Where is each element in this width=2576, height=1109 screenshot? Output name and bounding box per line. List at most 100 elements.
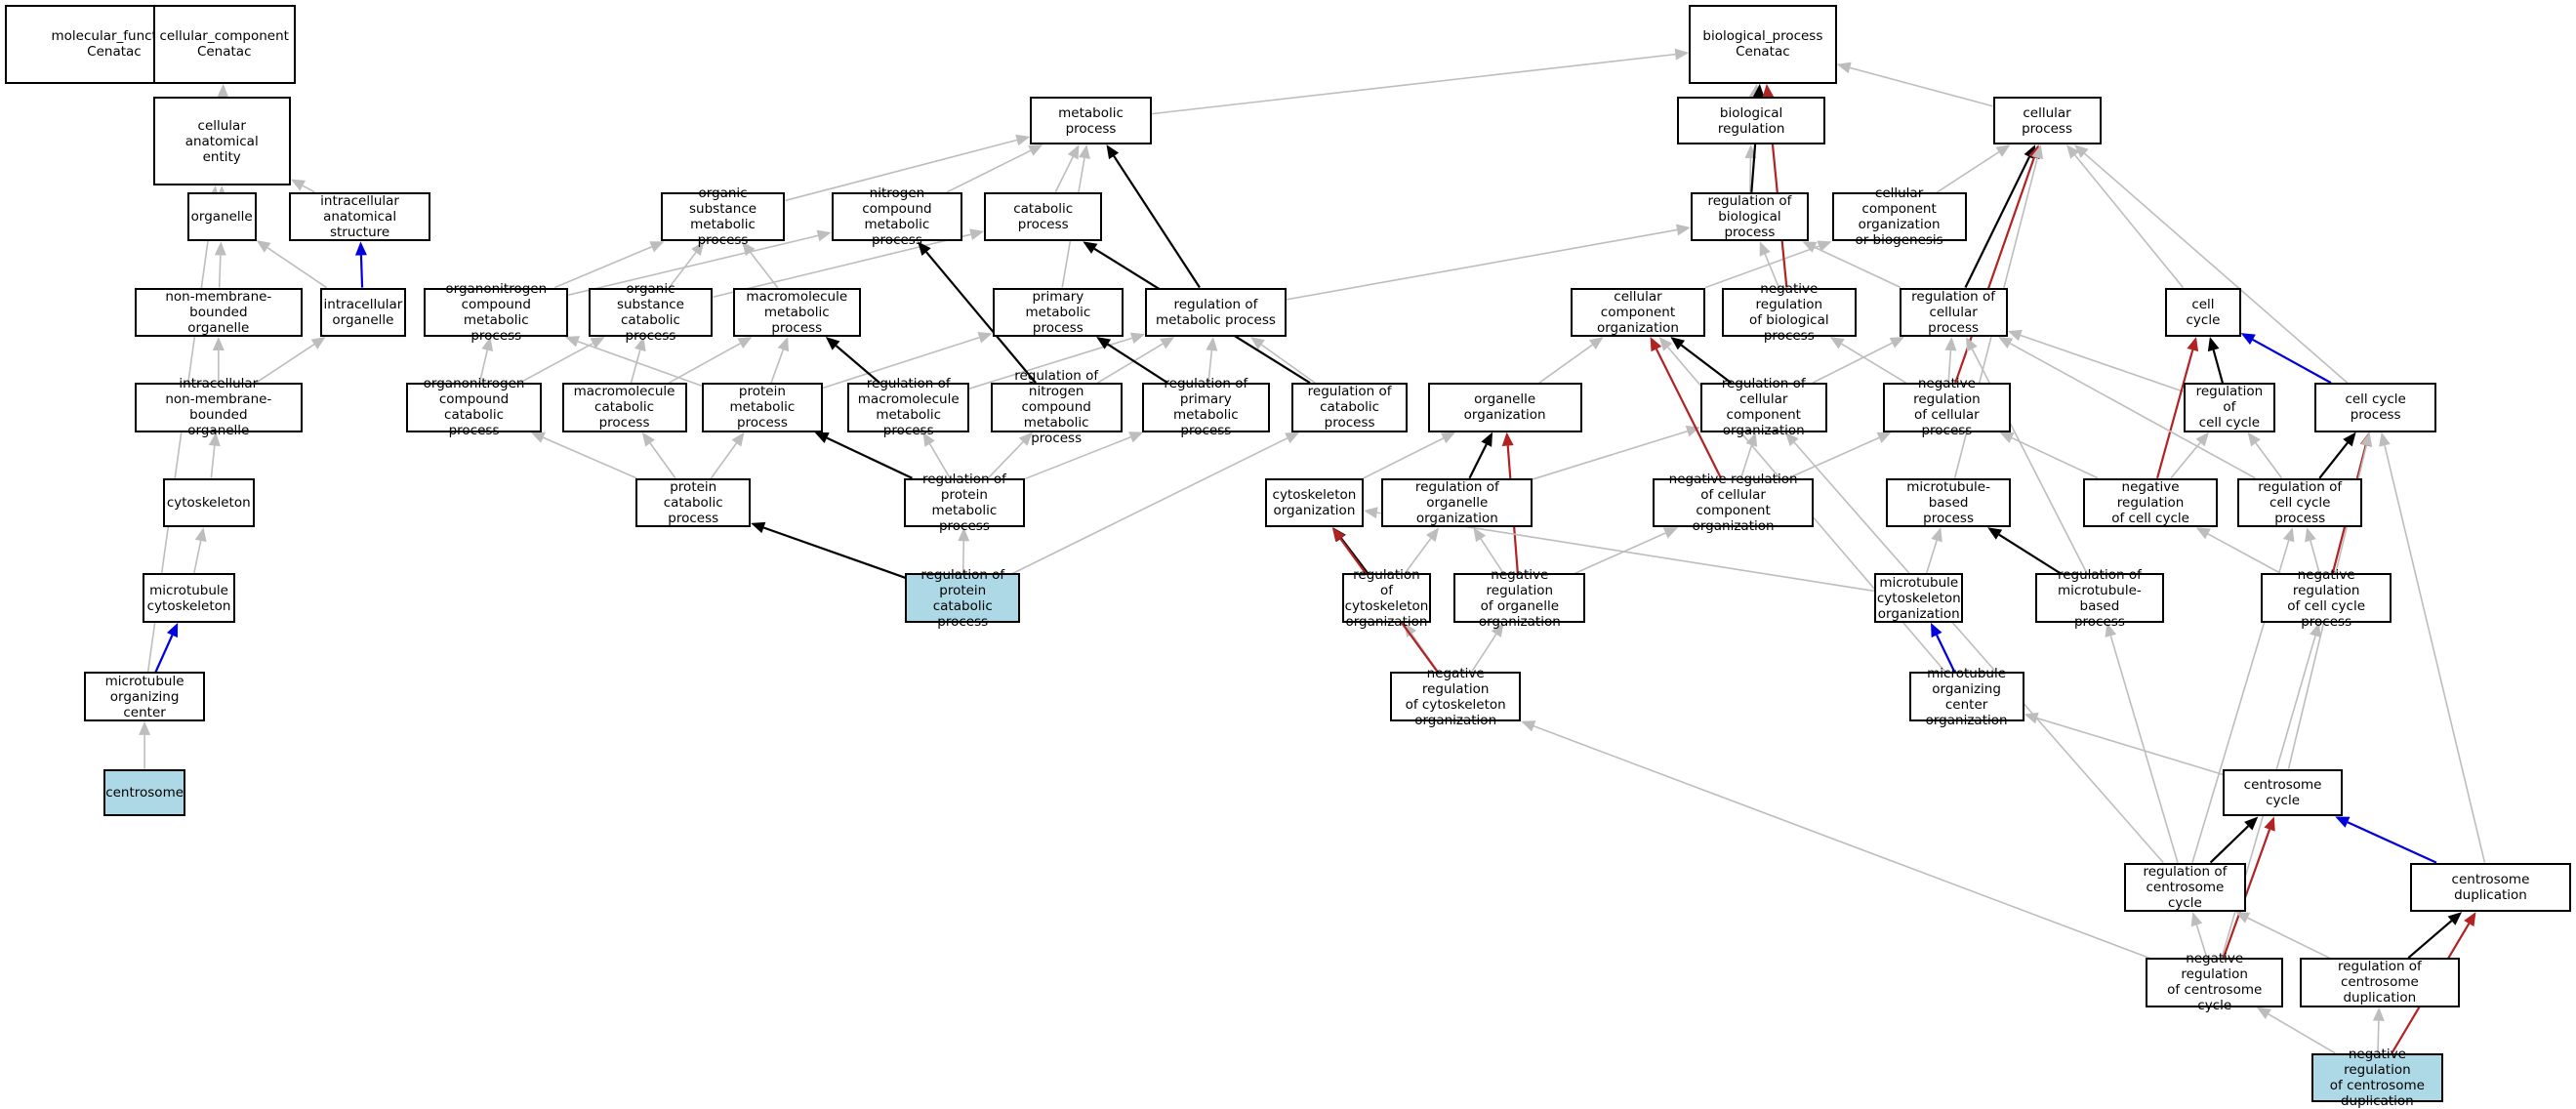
- node-negative-regulation-of-biological-process[interactable]: negative regulation of biological proces…: [1721, 281, 1857, 344]
- edge-arrowhead: [1930, 622, 1942, 638]
- edge-arrowhead: [2187, 337, 2199, 352]
- node-intracellular-anatomical-structure[interactable]: intracellular anatomical structure: [289, 191, 430, 242]
- node-regulation-of-centrosome-duplication[interactable]: regulation of centrosome duplication: [2300, 958, 2460, 1007]
- node-regulation-of-catabolic-process[interactable]: regulation of catabolic process: [1290, 383, 1409, 432]
- edge-regulates-rpmp-to-pmp: [1096, 337, 1168, 385]
- edge-arrowhead: [2305, 527, 2316, 543]
- node-cytoskeleton-organization[interactable]: cytoskeleton organization: [1264, 477, 1364, 528]
- node-primary-metabolic-process[interactable]: primary metabolic process: [992, 287, 1124, 338]
- node-negative-regulation-of-cytoskeleton-organization[interactable]: negative regulation of cytoskeleton orga…: [1389, 666, 1522, 728]
- node-regulation-of-cytoskeleton-organization[interactable]: regulation of cytoskeleton organization: [1342, 567, 1431, 630]
- node-regulation-of-cellular-process[interactable]: regulation of cellular process: [1899, 287, 2008, 338]
- node-negative-regulation-of-cell-cycle-process[interactable]: negative regulation of cell cycle proces…: [2260, 567, 2392, 630]
- node-regulation-of-protein-metabolic-process[interactable]: regulation of protein metabolic process: [903, 472, 1026, 534]
- edge-arrowhead: [731, 431, 745, 447]
- edge-arrowhead: [751, 521, 766, 534]
- node-macromolecule-metabolic-process[interactable]: macromolecule metabolic process: [732, 287, 861, 338]
- node-macromolecule-catabolic-process[interactable]: macromolecule catabolic process: [561, 383, 687, 432]
- edge-arrowhead: [1018, 431, 1033, 446]
- node-intracellular-organelle[interactable]: intracellular organelle: [320, 287, 406, 338]
- node-centrosome[interactable]: centrosome: [103, 768, 186, 817]
- node-microtubule-cytoskeleton-organization[interactable]: microtubule cytoskeleton organization: [1874, 573, 1964, 623]
- edge-arrowhead: [1588, 337, 1604, 350]
- node-regulation-of-centrosome-cycle[interactable]: regulation of centrosome cycle: [2124, 862, 2246, 913]
- node-regulation-of-primary-metabolic-process[interactable]: regulation of primary metabolic process: [1141, 376, 1270, 438]
- node-protein-metabolic-process[interactable]: protein metabolic process: [701, 383, 824, 432]
- edge-is-a-pcp-to-mcp: [641, 431, 676, 479]
- node-cellular-component[interactable]: cellular_component Cenatac: [152, 5, 296, 84]
- edge-is-a-ccob-to-cellproc: [1936, 144, 2011, 193]
- edge-part-of-mtoco-to-mtco: [1930, 622, 1956, 673]
- node-regulation-of-metabolic-process[interactable]: regulation of metabolic process: [1145, 287, 1287, 338]
- edge-arrowhead: [1889, 337, 1904, 349]
- edge-arrowhead: [481, 337, 494, 352]
- node-centrosome-duplication[interactable]: centrosome duplication: [2410, 862, 2571, 913]
- node-regulation-of-microtubule-based-process[interactable]: regulation of microtubule-based process: [2035, 567, 2164, 630]
- node-catabolic-process[interactable]: catabolic process: [984, 191, 1103, 242]
- node-organelle[interactable]: organelle: [186, 191, 257, 242]
- edge-is-a-nrcentcycle-to-nrco: [1521, 720, 2149, 959]
- node-organic-substance-metabolic-process[interactable]: organic substance metabolic process: [660, 185, 786, 248]
- node-organic-substance-catabolic-process[interactable]: organic substance catabolic process: [588, 281, 714, 344]
- node-biological-regulation[interactable]: biological regulation: [1677, 97, 1825, 145]
- node-regulation-of-cell-cycle[interactable]: regulation of cell cycle: [2183, 383, 2275, 432]
- edge-is-a-io-to-organelle: [256, 239, 327, 289]
- node-microtubule-based-process[interactable]: microtubule-based process: [1886, 477, 2012, 528]
- node-regulation-of-organelle-organization[interactable]: regulation of organelle organization: [1381, 477, 1533, 528]
- node-cellular-process[interactable]: cellular process: [1992, 97, 2102, 145]
- edge-arrowhead: [1404, 622, 1417, 637]
- node-regulation-of-biological-process[interactable]: regulation of biological process: [1690, 191, 1810, 242]
- node-nitrogen-compound-metabolic-process[interactable]: nitrogen compound metabolic process: [831, 185, 963, 248]
- node-metabolic-process[interactable]: metabolic process: [1030, 97, 1152, 145]
- edge-is-a-regmetab-to-regbio: [1286, 224, 1691, 301]
- node-non-membrane-bounded-organelle[interactable]: non-membrane-bounded organelle: [135, 287, 303, 338]
- edge-arrowhead: [1752, 83, 1765, 99]
- edge-is-a-rcatab-to-regmetab: [1249, 337, 1316, 384]
- node-microtubule-organizing-center[interactable]: microtubule organizing center: [83, 672, 206, 721]
- node-cell-cycle[interactable]: cell cycle: [2165, 287, 2241, 338]
- node-regulation-of-cellular-component-organization[interactable]: regulation of cellular component organiz…: [1699, 376, 1827, 438]
- edge-is-a-centdup-to-ccp: [2379, 431, 2486, 863]
- node-microtubule-organizing-center-organization[interactable]: microtubule organizing center organizati…: [1908, 666, 2024, 728]
- edge-arrowhead: [1987, 527, 2003, 540]
- node-negative-regulation-of-organelle-organization[interactable]: negative regulation of organelle organiz…: [1453, 567, 1586, 630]
- node-cellular-anatomical-entity[interactable]: cellular anatomical entity: [152, 97, 291, 186]
- edge-is-a-cae-to-cc: [217, 83, 229, 98]
- edge-arrowhead: [1067, 144, 1080, 160]
- node-negative-regulation-of-cellular-component-organization[interactable]: negative regulation of cellular componen…: [1653, 472, 1815, 534]
- node-negative-regulation-of-centrosome-cycle[interactable]: negative regulation of centrosome cycle: [2146, 951, 2284, 1013]
- node-cellular-component-organization[interactable]: cellular component organization: [1570, 287, 1705, 338]
- node-microtubule-cytoskeleton[interactable]: microtubule cytoskeleton: [143, 573, 235, 623]
- edge-arrowhead: [737, 337, 753, 349]
- node-negative-regulation-of-cell-cycle[interactable]: negative regulation of cell cycle: [2083, 477, 2219, 528]
- edge-arrowhead: [1501, 431, 1514, 447]
- node-protein-catabolic-process[interactable]: protein catabolic process: [635, 477, 752, 528]
- node-biological-process[interactable]: biological_process Cenatac: [1689, 5, 1837, 84]
- edge-is-a-pcp-to-occp: [530, 431, 637, 479]
- node-regulation-of-nitrogen-compound-metabolic-process[interactable]: regulation of nitrogen compound metaboli…: [990, 368, 1123, 446]
- edge-is-a-nrcentdup-to-rcentdup: [2372, 1006, 2385, 1053]
- node-negative-regulation-of-cellular-process[interactable]: negative regulation of cellular process: [1882, 376, 2012, 438]
- edge-arrowhead: [1670, 337, 1686, 350]
- edge-is-a-protmp-to-pmp: [822, 332, 993, 390]
- node-organelle-organization[interactable]: organelle organization: [1427, 383, 1582, 432]
- edge-arrowhead: [2447, 912, 2463, 925]
- edge-is-a-rcc-to-regcell: [2007, 329, 2185, 392]
- edge-arrowhead: [2464, 912, 2476, 927]
- node-organonitrogen-compound-metabolic-process[interactable]: organonitrogen compound metabolic proces…: [424, 281, 569, 344]
- node-regulation-of-macromolecule-metabolic-process[interactable]: regulation of macromolecule metabolic pr…: [847, 376, 969, 438]
- node-centrosome-cycle[interactable]: centrosome cycle: [2223, 768, 2343, 817]
- node-cellular-component-organization-or-biogenesis[interactable]: cellular component organization or bioge…: [1831, 185, 1967, 248]
- node-negative-regulation-of-centrosome-duplication[interactable]: negative regulation of centrosome duplic…: [2311, 1047, 2443, 1109]
- edge-arrowhead: [2195, 431, 2209, 447]
- node-cytoskeleton[interactable]: cytoskeleton: [162, 477, 255, 528]
- edge-arrowhead: [1784, 431, 1799, 447]
- edge-arrowhead: [958, 527, 970, 542]
- edge-is-a-oscp-to-osmp: [668, 241, 705, 289]
- node-regulation-of-protein-catabolic-process[interactable]: regulation of protein catabolic process: [905, 567, 1021, 630]
- node-organonitrogen-compound-catabolic-process[interactable]: organonitrogen compound catabolic proces…: [405, 376, 543, 438]
- node-cell-cycle-process[interactable]: cell cycle process: [2314, 383, 2436, 432]
- node-regulation-of-cell-cycle-process[interactable]: regulation of cell cycle process: [2237, 477, 2363, 528]
- node-intracellular-non-membrane-bounded-organelle[interactable]: intracellular non-membrane-bounded organ…: [135, 376, 303, 438]
